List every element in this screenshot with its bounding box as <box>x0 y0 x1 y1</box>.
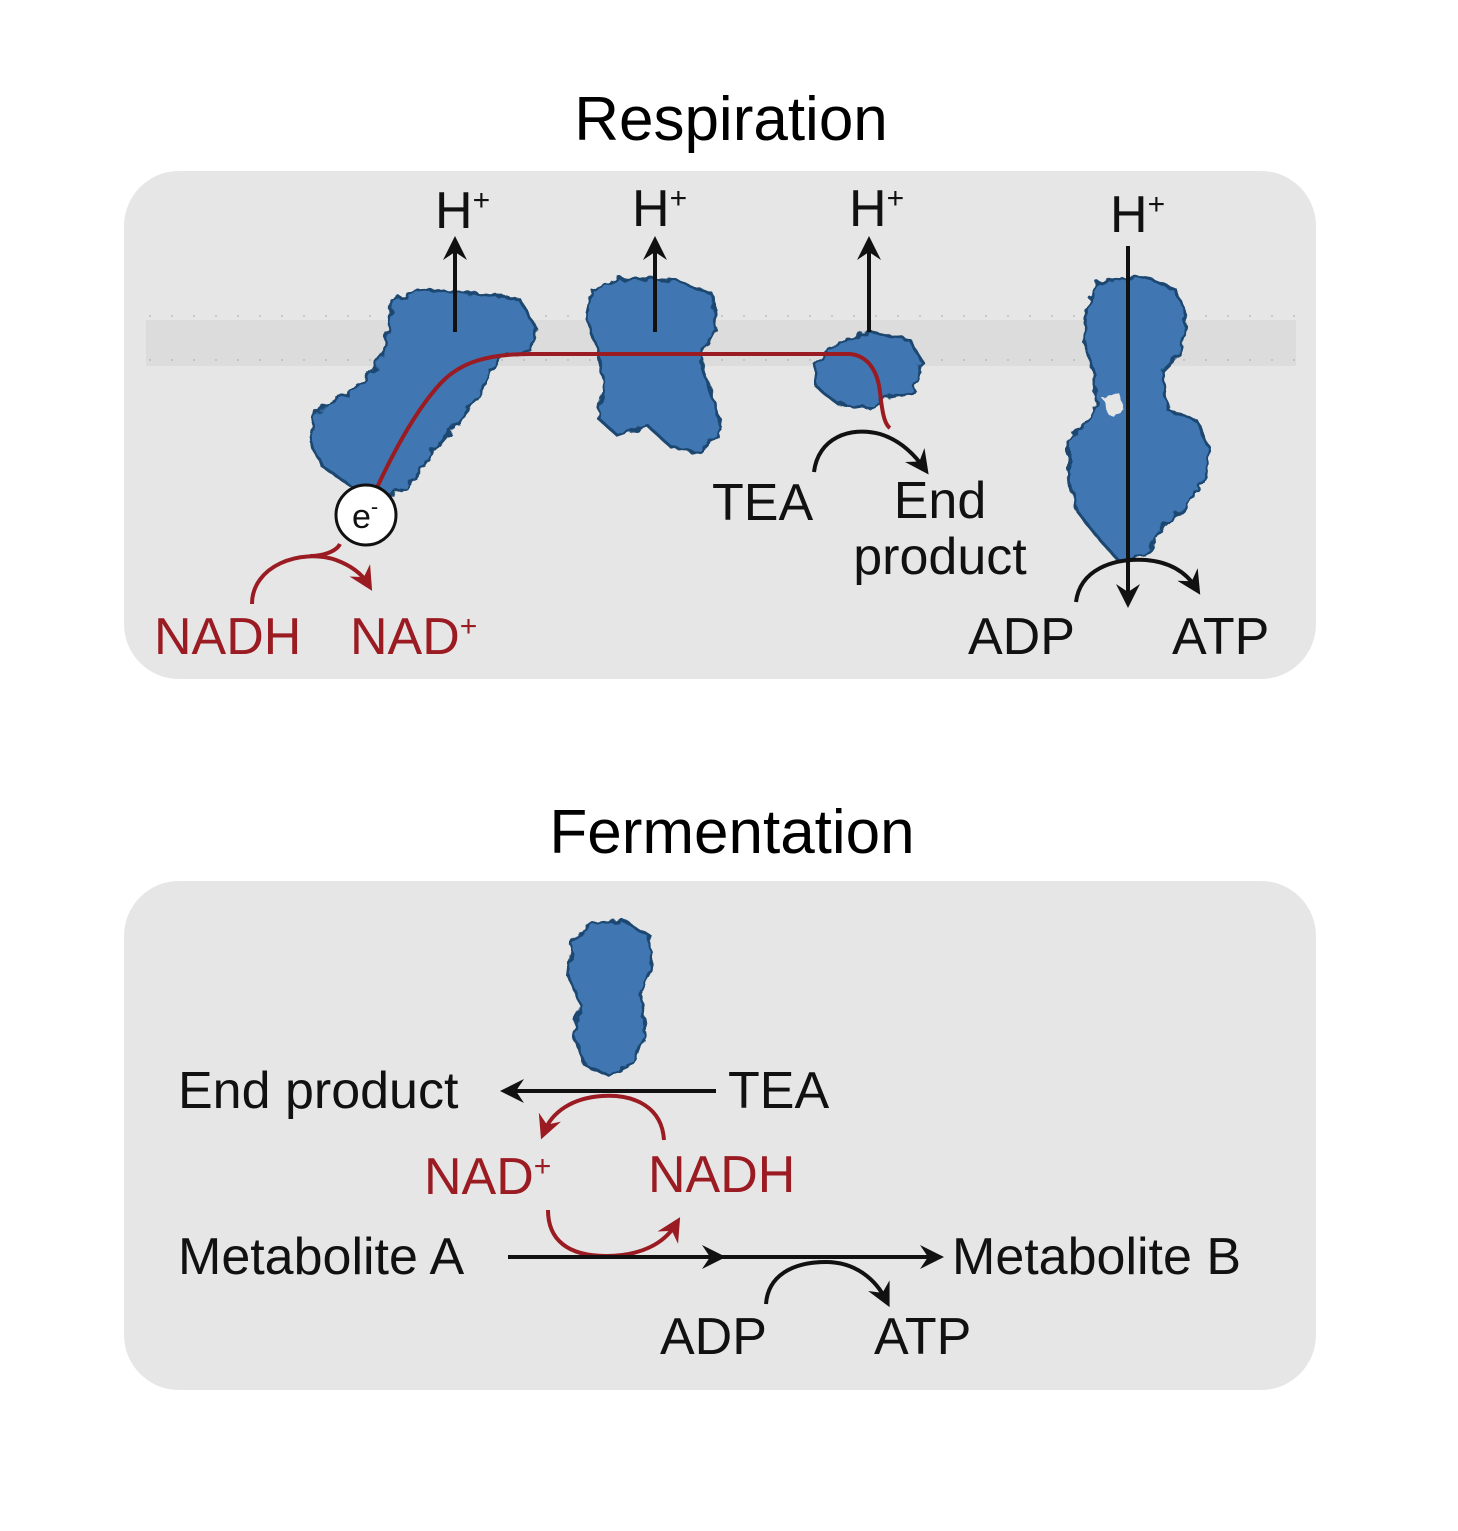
electron-path <box>372 352 892 495</box>
ferm-end-product-label: End product <box>178 1062 459 1120</box>
metabolite-a-label: Metabolite A <box>178 1228 464 1286</box>
ferm-tea-label: TEA <box>728 1062 829 1120</box>
atp-label: ATP <box>1172 608 1269 666</box>
nadh-oxidation-arrow <box>250 554 373 605</box>
proton-label-3: H+ <box>849 180 904 238</box>
respiration-title: Respiration <box>574 85 888 154</box>
atp-synthesis-arrow <box>1074 557 1201 603</box>
terminal-reductase-protein <box>814 330 924 410</box>
fermentation-title: Fermentation <box>549 798 914 867</box>
proton-label-2: H+ <box>632 180 687 238</box>
tea-label: TEA <box>712 474 813 532</box>
atp-synthase-protein <box>1066 274 1210 562</box>
end-product-label-line1: End <box>894 472 987 530</box>
electron-donation-link <box>309 542 342 558</box>
proton-label-4: H+ <box>1110 186 1165 244</box>
metabolite-b-label: Metabolite B <box>952 1228 1241 1286</box>
ferm-nad-label: NAD+ <box>424 1148 551 1206</box>
fermentation-panel <box>124 881 1316 1390</box>
ferm-atp-label: ATP <box>874 1308 971 1366</box>
complex-iii-protein <box>584 276 724 454</box>
nad-label: NAD+ <box>350 608 477 666</box>
substrate-level-phosphorylation-arrow <box>764 1259 890 1308</box>
proton-label-1: H+ <box>435 182 490 240</box>
nadh-label: NADH <box>154 608 301 666</box>
fermentation-enzyme-protein <box>566 918 654 1076</box>
electron-marker: e- <box>334 483 398 547</box>
ferm-adp-label: ADP <box>660 1308 767 1366</box>
nadh-oxidation-curve <box>538 1093 666 1141</box>
tea-reduction-arrow <box>812 429 929 475</box>
ferm-nadh-label: NADH <box>648 1146 795 1204</box>
svg-text:e-: e- <box>352 494 378 536</box>
complex-i-protein <box>308 288 538 500</box>
end-product-label-line2: product <box>853 528 1027 586</box>
adp-label: ADP <box>968 608 1075 666</box>
